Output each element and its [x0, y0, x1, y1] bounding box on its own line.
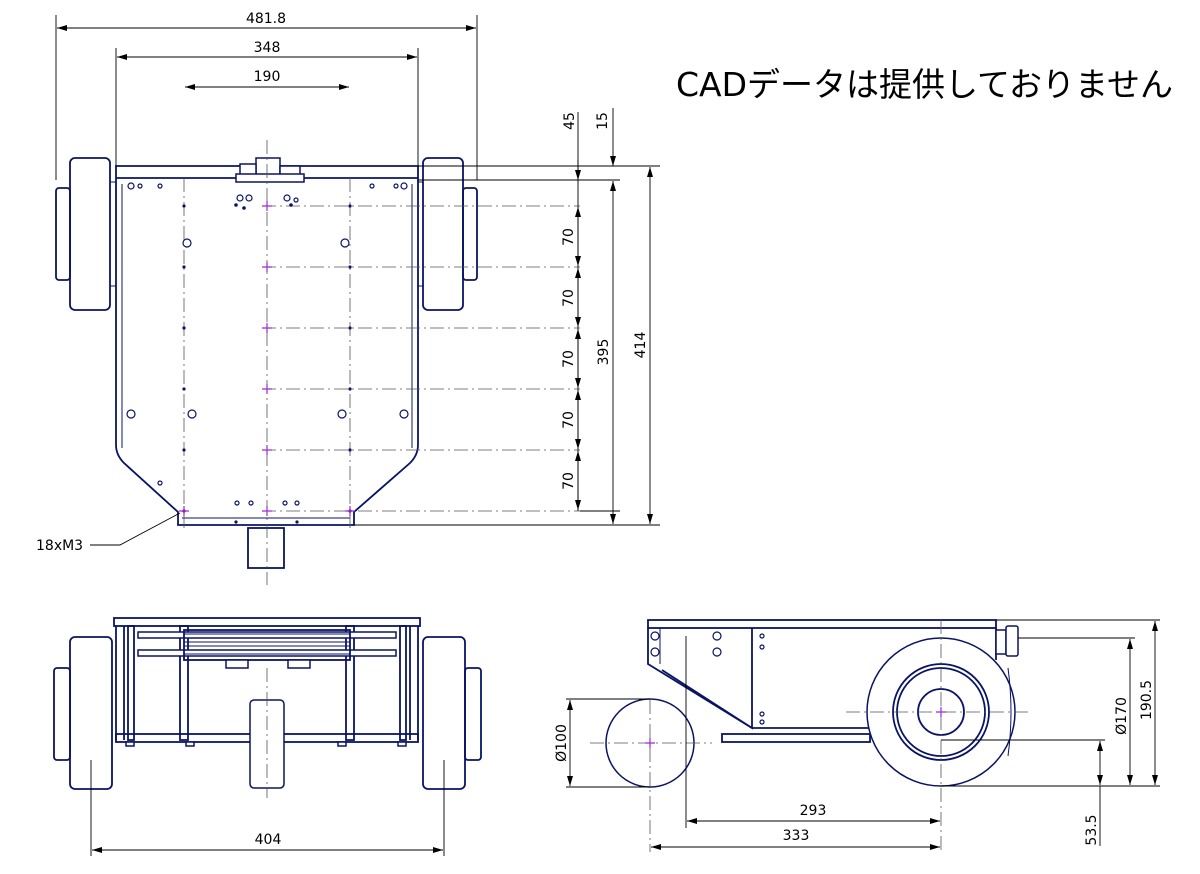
dim-45: 45 [562, 112, 578, 130]
front-view: 404 [53, 617, 482, 856]
dim-414: 414 [633, 332, 649, 359]
top-connector [235, 157, 305, 183]
left-wheel-top [55, 157, 116, 311]
no-cad-data-notice: CADデータは提供しておりません [676, 65, 1174, 104]
dim-348: 348 [254, 40, 281, 56]
dim-dia-100: Ø100 [554, 724, 570, 762]
dim-70-3: 70 [561, 350, 577, 368]
hole-callout: 18xM3 [36, 512, 181, 554]
center-marks [179, 201, 355, 516]
dim-395: 395 [596, 339, 612, 366]
mounting-holes [126, 182, 409, 524]
dim-333: 333 [783, 828, 810, 844]
dim-70-2: 70 [561, 289, 577, 307]
right-dimensions: 45 15 70 70 70 70 70 395 414 [354, 108, 660, 526]
dim-15: 15 [595, 112, 611, 130]
dim-70-4: 70 [561, 411, 577, 429]
caster-stub-top [247, 527, 285, 569]
dim-70-5: 70 [561, 472, 577, 490]
side-dimensions: Ø100 293 333 Ø170 190.5 53.5 [554, 619, 1160, 850]
right-wheel-top [417, 157, 478, 311]
dim-190: 190 [254, 69, 281, 85]
dim-53-5: 53.5 [1084, 814, 1100, 845]
dim-293: 293 [800, 803, 827, 819]
left-wheel-front [53, 636, 113, 790]
right-wheel-front [422, 636, 482, 790]
slide-rails [183, 629, 351, 661]
dim-70-1: 70 [561, 228, 577, 246]
callout-18xm3: 18xM3 [36, 538, 83, 554]
top-width-dimensions: 481.8 348 190 [55, 11, 478, 180]
dim-404: 404 [255, 832, 282, 848]
top-view: 481.8 348 190 45 15 70 70 70 [36, 11, 660, 585]
dim-dia-170: Ø170 [1114, 697, 1130, 735]
side-view: Ø100 293 333 Ø170 190.5 53.5 [554, 619, 1160, 852]
dim-481-8: 481.8 [246, 11, 286, 27]
front-width-dimension: 404 [90, 760, 445, 856]
dim-190-5: 190.5 [1139, 680, 1155, 720]
